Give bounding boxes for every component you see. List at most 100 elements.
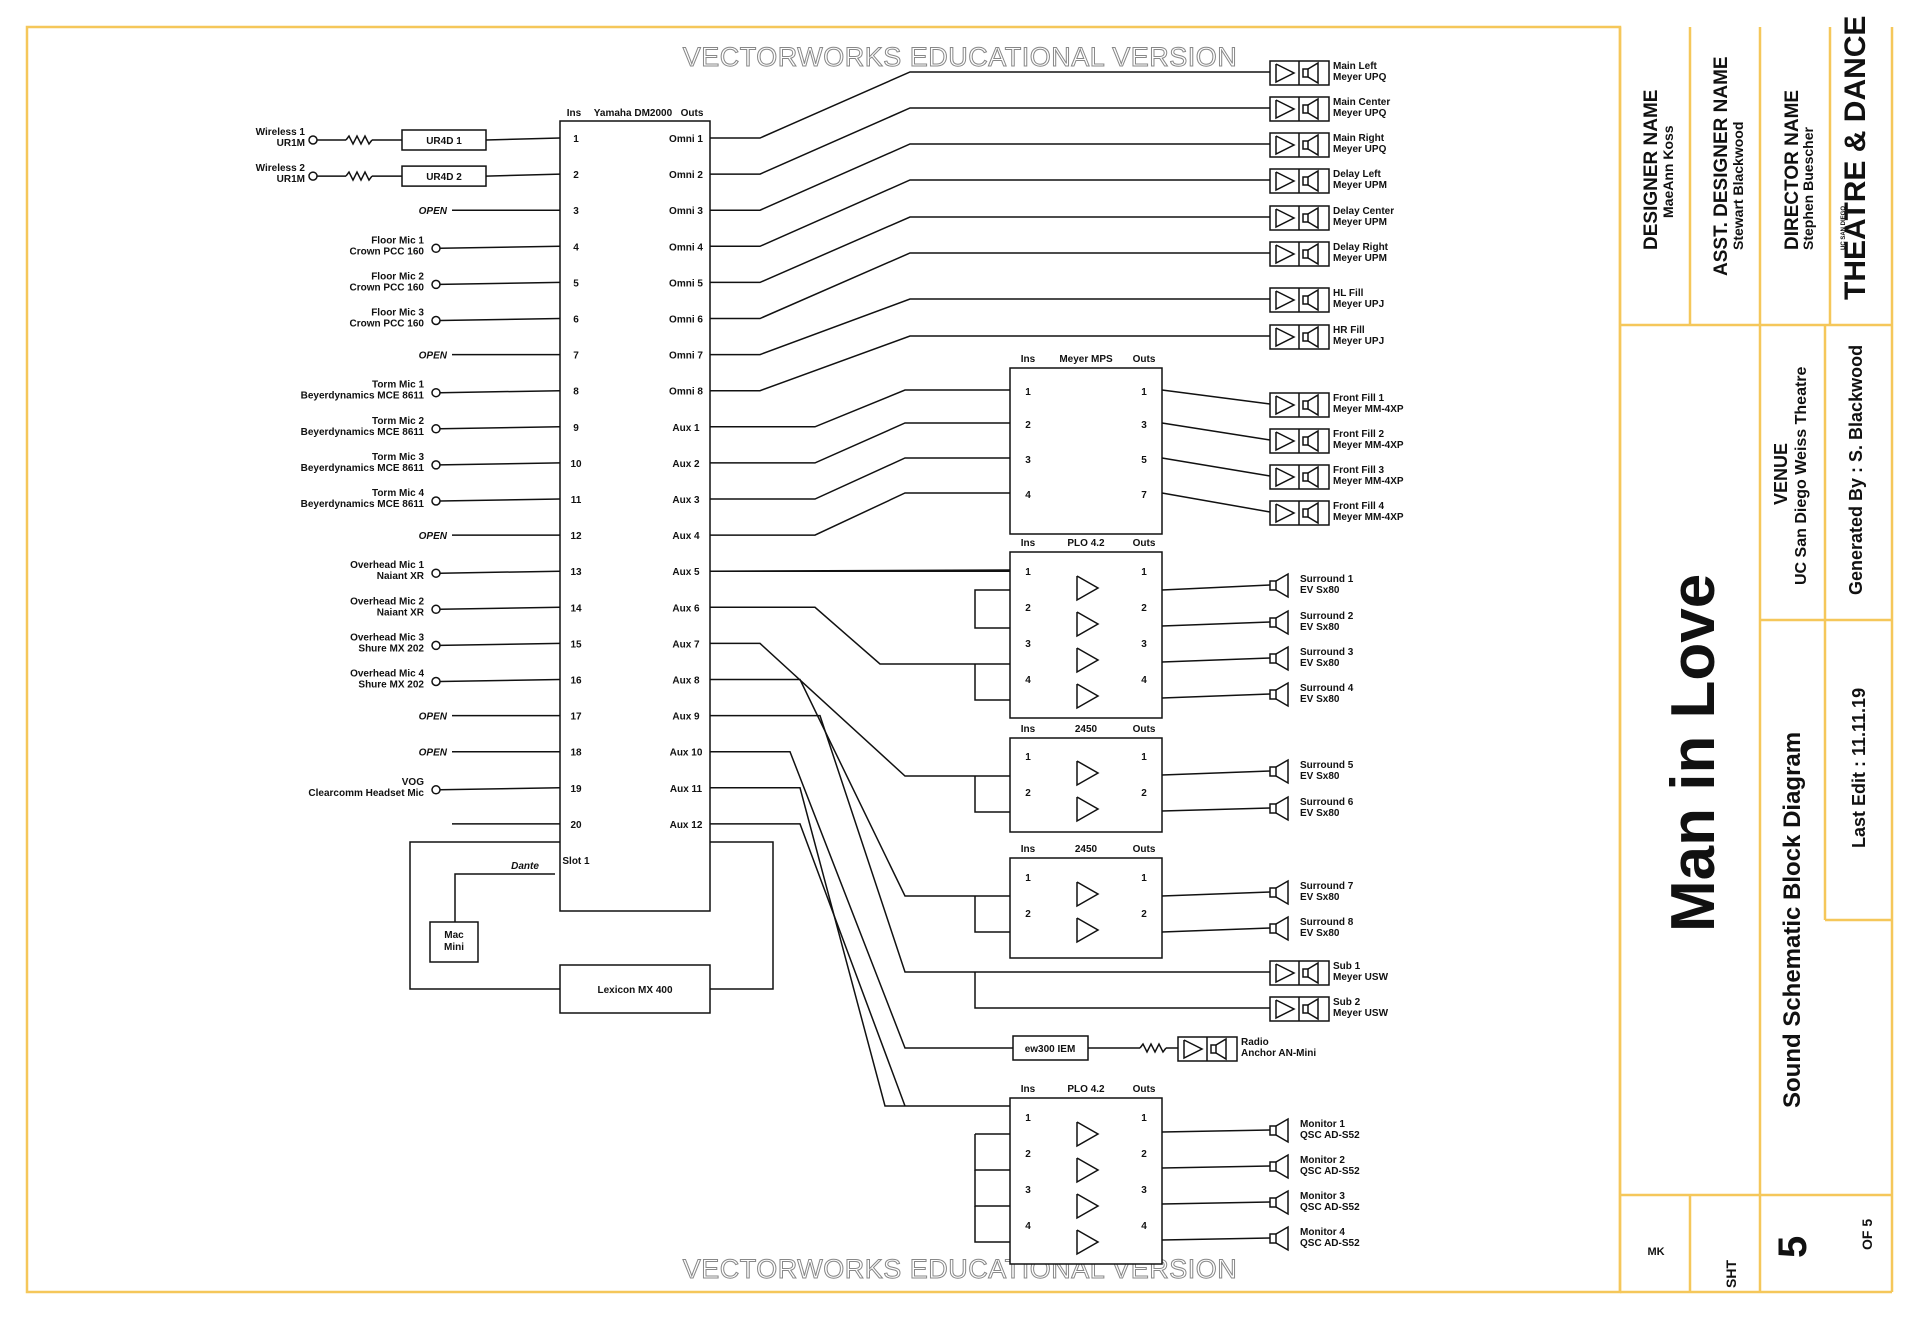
speaker-24-icon xyxy=(1269,1125,1277,1136)
omni-2-wire xyxy=(710,107,1270,175)
wire xyxy=(439,498,561,502)
surround-8-wire xyxy=(1161,927,1271,933)
speaker-19-name: Surround 7 xyxy=(1300,881,1354,892)
speaker-12-name: Front Fill 4 xyxy=(1333,501,1385,512)
processor-1-name: Meyer MPS xyxy=(1059,354,1113,365)
console-input-10: 10 xyxy=(570,459,582,470)
processor-2-in-4: 4 xyxy=(1025,675,1031,686)
logo-subtitle: UC SAN DIEGO xyxy=(1841,206,1847,250)
source-5-name: Floor Mic 2 xyxy=(371,271,424,282)
monitor-1-wire xyxy=(1161,1129,1271,1133)
console-output-7: Omni 7 xyxy=(669,351,703,362)
processor-3-out-1: 1 xyxy=(1141,752,1147,763)
console-ins-label: Ins xyxy=(567,108,582,119)
omni-3-wire xyxy=(710,143,1270,211)
processor-2-outs-label: Outs xyxy=(1133,538,1156,549)
processor-4-outs-label: Outs xyxy=(1133,844,1156,855)
speaker-9-name: Front Fill 1 xyxy=(1333,393,1385,404)
speaker-cone xyxy=(1275,758,1289,785)
speaker-cone xyxy=(1215,1037,1227,1061)
console-input-5: 5 xyxy=(573,278,579,289)
theatre-dance-logo: THEATRE & DANCE xyxy=(1839,16,1872,300)
speaker-cone xyxy=(1307,501,1319,525)
mic-icon xyxy=(431,676,441,687)
speaker-driver xyxy=(1302,436,1309,446)
speaker-6-name: Delay Right xyxy=(1333,242,1389,253)
processor-1-in-1: 1 xyxy=(1025,387,1031,398)
speaker-triangle xyxy=(1275,99,1296,120)
speaker-24-name: Monitor 1 xyxy=(1300,1119,1345,1130)
processor-1-out-4: 7 xyxy=(1141,490,1147,501)
sheet-label: SHT xyxy=(1723,1260,1739,1288)
front-fill-2-wire xyxy=(1161,422,1271,441)
source-15-model: Shure MX 202 xyxy=(358,643,424,654)
wire xyxy=(439,281,561,286)
speaker-driver xyxy=(1302,176,1309,186)
mic-icon xyxy=(431,243,441,254)
processor-1-in-3: 3 xyxy=(1025,455,1031,466)
speaker-10-model: Meyer MM-4XP xyxy=(1333,440,1404,451)
source-19-name: VOG xyxy=(402,777,424,788)
console-input-7: 7 xyxy=(573,351,579,362)
speaker-cone xyxy=(1307,288,1319,312)
source-2-model: UR1M xyxy=(277,174,305,185)
processor-5-in-4: 4 xyxy=(1025,1221,1031,1232)
console-input-8: 8 xyxy=(573,387,579,398)
speaker-9-model: Meyer MM-4XP xyxy=(1333,404,1404,415)
plo2-bus-c xyxy=(974,1206,1010,1243)
speaker-cone xyxy=(1307,997,1319,1021)
speaker-triangle xyxy=(1275,963,1296,984)
speaker-cone xyxy=(1307,961,1319,985)
speaker-driver xyxy=(1302,472,1309,482)
processor-4-box xyxy=(1009,857,1163,959)
monitor-2-wire xyxy=(1161,1165,1271,1169)
aux-3-wire xyxy=(710,457,1010,500)
omni-4-wire xyxy=(710,179,1270,248)
speaker-driver xyxy=(1302,295,1309,305)
console-output-14: Aux 6 xyxy=(672,603,700,614)
processor-2-out-2: 2 xyxy=(1141,603,1147,614)
speaker-11-model: Meyer MM-4XP xyxy=(1333,476,1404,487)
source-9-model: Beyerdynamics MCE 8611 xyxy=(301,427,425,438)
processor-1-in-2: 2 xyxy=(1025,420,1031,431)
wireless-mic-icon xyxy=(308,135,318,145)
aux-6-wire xyxy=(710,606,1010,665)
speaker-6-model: Meyer UPM xyxy=(1333,253,1387,264)
console-output-18: Aux 10 xyxy=(670,748,703,759)
source-5-model: Crown PCC 160 xyxy=(350,282,425,293)
console-input-21: Slot 1 xyxy=(562,856,590,867)
console-input-16: 16 xyxy=(570,676,582,687)
wire xyxy=(439,570,561,574)
receiver-2-label: UR4D 2 xyxy=(426,172,462,183)
wire xyxy=(439,389,561,394)
console-output-8: Omni 8 xyxy=(669,387,703,398)
aux-8-wire xyxy=(710,678,1010,897)
console-input-15: 15 xyxy=(570,639,582,650)
sheet-title: Sound Schematic Block Diagram xyxy=(1779,732,1806,1108)
source-3-open: OPEN xyxy=(419,206,448,217)
mac-mini-box xyxy=(429,921,479,963)
sheet-total: OF 5 xyxy=(1859,1219,1875,1250)
speaker-cone xyxy=(1307,325,1319,349)
speaker-triangle xyxy=(1275,290,1296,311)
wire xyxy=(439,642,561,647)
show-title: Man in Love xyxy=(1659,574,1728,932)
processor-2-out-4: 4 xyxy=(1141,675,1147,686)
venue-name: UC San Diego Weiss Theatre xyxy=(1793,366,1810,585)
venue-label: VENUE xyxy=(1771,443,1791,505)
speaker-driver xyxy=(1302,1004,1309,1014)
speaker-13-icon xyxy=(1269,580,1277,591)
console-input-12: 12 xyxy=(570,531,582,542)
amplifier-icon xyxy=(1076,760,1100,787)
speaker-triangle xyxy=(1275,503,1296,524)
console-input-18: 18 xyxy=(570,748,582,759)
source-16-model: Shure MX 202 xyxy=(358,680,424,691)
speaker-25-name: Monitor 2 xyxy=(1300,1155,1345,1166)
amp-2450a-bus xyxy=(974,776,1010,813)
speaker-8-model: Meyer UPJ xyxy=(1333,336,1384,347)
processor-4-in-1: 1 xyxy=(1025,873,1031,884)
sub-bus xyxy=(974,972,1270,1009)
processor-3-in-2: 2 xyxy=(1025,788,1031,799)
speaker-triangle xyxy=(1275,327,1296,348)
mic-icon xyxy=(431,568,441,578)
